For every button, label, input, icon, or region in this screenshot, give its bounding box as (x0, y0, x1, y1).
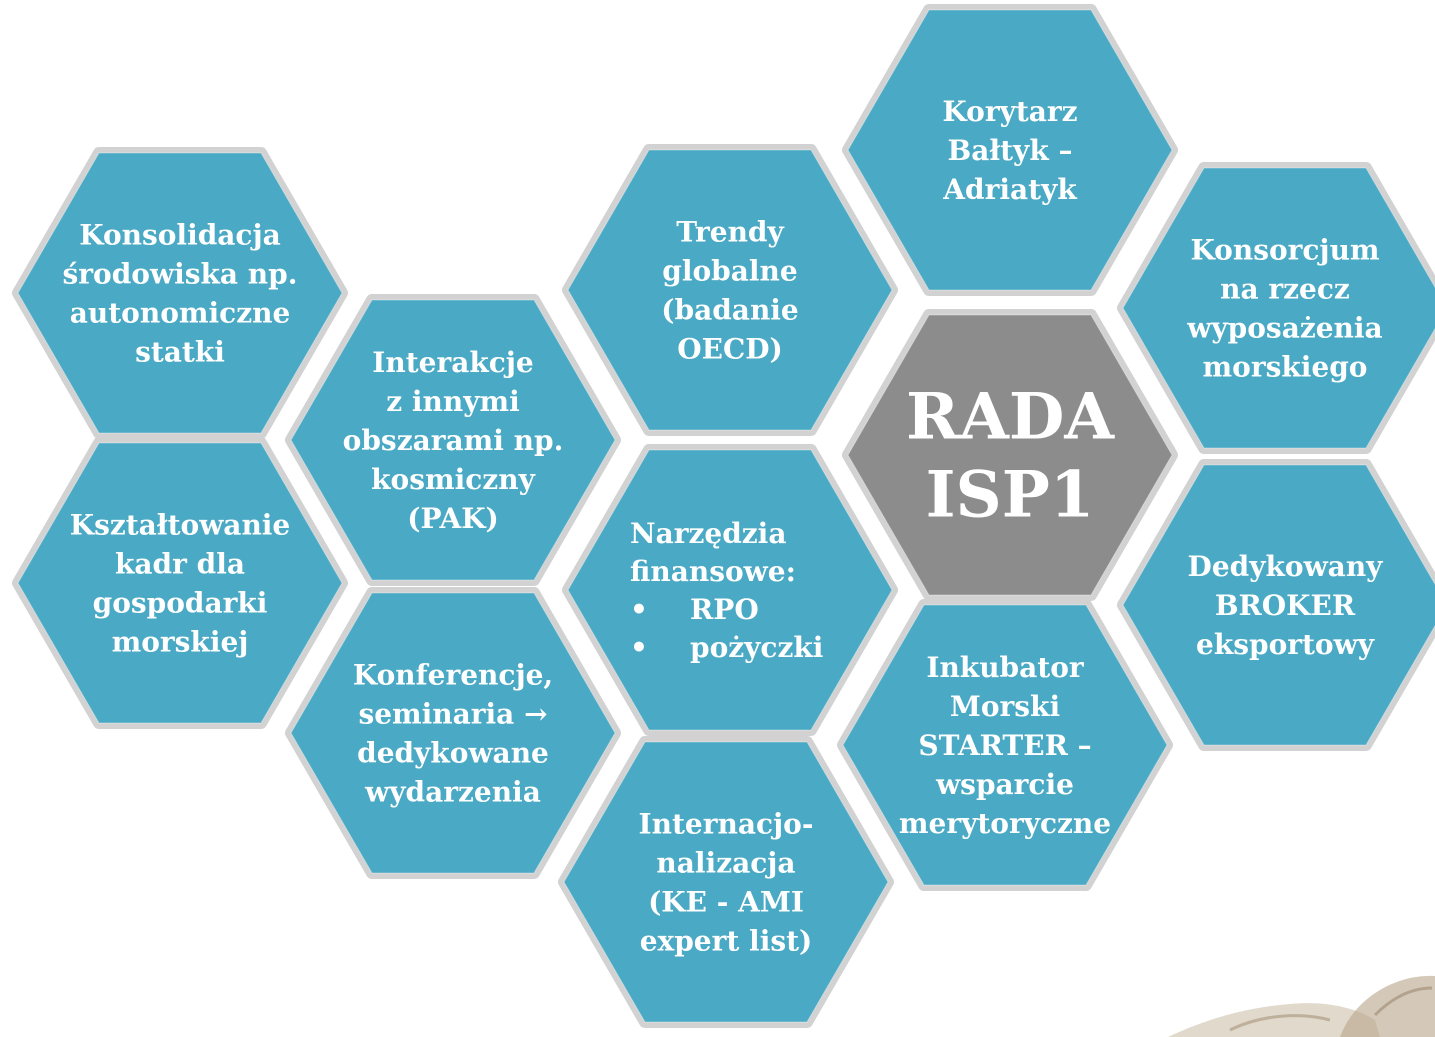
label-line: ISP1 (926, 457, 1095, 532)
label-line: globalne (662, 254, 797, 287)
label-line: merytoryczne (899, 807, 1111, 840)
label-line: Morski (950, 690, 1060, 723)
bullet-item: pożyczki (690, 631, 823, 664)
label-line: expert list) (640, 924, 813, 957)
hexagon-fill (567, 149, 893, 431)
label-line: na rzecz (1220, 272, 1350, 305)
hexagon-label: Narzędzia finansowe: (630, 517, 796, 588)
hexagon-fill (842, 604, 1168, 886)
hexagon-konferencje: Konferencje, seminaria → dedykowane wydarze… (285, 587, 621, 879)
label-line: Dedykowany (1188, 550, 1384, 583)
hexagon-label: Konsorcjum na rzecz wyposażenia morskiego (1186, 233, 1382, 383)
label-line: kadr dla (115, 547, 245, 580)
label-line: Bałtyk – (948, 134, 1073, 167)
hexagon-fill (1122, 167, 1435, 449)
label-line: Konsolidacja (79, 218, 281, 251)
hexagon-fill (290, 592, 616, 874)
label-line: seminaria → (358, 697, 547, 730)
label-line: kosmiczny (371, 463, 535, 496)
hexagon-fill (290, 299, 616, 581)
label-line: Konferencje, (353, 658, 553, 691)
label-line: Trendy (676, 215, 784, 248)
hexagon-konsorcjum: Konsorcjum na rzecz wyposażenia morskiego (1117, 162, 1435, 454)
label-line: środowiska np. (63, 257, 298, 290)
hexagon-fill (17, 442, 343, 724)
label-line: RADA (906, 379, 1115, 454)
label-line: nalizacja (656, 846, 795, 879)
label-line: OECD) (677, 332, 783, 365)
label-line: Korytarz (942, 95, 1077, 128)
label-line: wsparcie (935, 768, 1074, 801)
hexagon-fill (847, 9, 1173, 291)
label-line: wydarzenia (364, 775, 541, 808)
label-line: Kształtowanie (70, 508, 291, 541)
bullet-icon: • (630, 593, 648, 626)
label-line: morskiego (1203, 350, 1368, 383)
label-line: eksportowy (1196, 628, 1375, 661)
label-line: wyposażenia (1186, 311, 1382, 344)
hexagon-fill (1122, 464, 1435, 746)
label-line: Adriatyk (942, 173, 1077, 206)
label-line: BROKER (1215, 589, 1356, 622)
hexagon-label: Kształtowanie kadr dla gospodarki morskiej (70, 508, 291, 658)
hexagon-fill (567, 449, 893, 731)
hexagon-fill (563, 741, 889, 1023)
label-line: obszarami np. (343, 424, 564, 457)
label-line: STARTER – (918, 729, 1091, 762)
hexagon-label: Konferencje, seminaria → dedykowane wydarze… (353, 658, 553, 808)
hexagon-interakcje: Interakcje z innymi obszarami np. kosmiczny… (285, 294, 621, 586)
hexagon-konsolidacja: Konsolidacja środowiska np. autonomiczne st… (12, 147, 348, 439)
label-line: finansowe: (630, 555, 796, 588)
label-line: (PAK) (407, 502, 499, 535)
label-line: Inkubator (926, 651, 1085, 684)
hexagon-label: Internacjo-nalizacja (KE - AMI expert list… (639, 807, 814, 957)
label-line: Internacjo- (639, 807, 814, 840)
hexagon-label: Interakcje z innymi obszarami np. kosmiczny… (343, 346, 564, 535)
label-line: (badanie (661, 293, 799, 326)
label-line: Konsorcjum (1190, 233, 1379, 266)
label-line: Narzędzia (630, 517, 786, 550)
label-line: statki (135, 335, 225, 368)
rope-decoration (1168, 975, 1435, 1037)
hexagon-fill (17, 152, 343, 434)
label-line: morskiej (112, 625, 249, 658)
label-line: autonomiczne (70, 296, 291, 329)
label-line: Interakcje (372, 346, 534, 379)
label-line: dedykowane (357, 736, 549, 769)
label-line: z innymi (386, 385, 520, 418)
center-hexagon-fill (847, 314, 1173, 596)
hexagon-ksztaltowanie: Kształtowanie kadr dla gospodarki morskiej (12, 437, 348, 729)
hexagon-internacjonalizacja: Internacjo-nalizacja (KE - AMI expert list… (558, 736, 894, 1028)
label-line: gospodarki (93, 586, 268, 619)
bullet-item: RPO (690, 593, 759, 626)
hexagon-narzedzia: Narzędzia finansowe: • RPO • pożyczki (562, 444, 898, 736)
hexagon-label: Konsolidacja środowiska np. autonomiczne st… (63, 218, 298, 368)
label-line: (KE - AMI (648, 885, 804, 918)
bullet-icon: • (630, 631, 648, 664)
